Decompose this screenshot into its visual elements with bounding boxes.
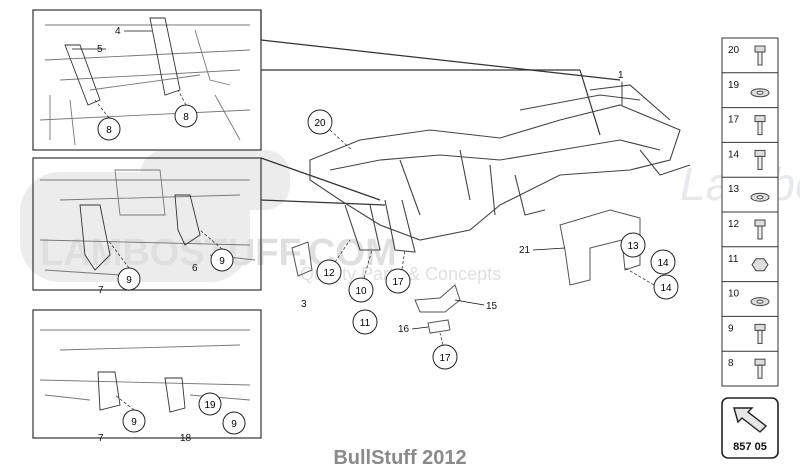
label-6: 6 [192,263,198,274]
callout-14b: 14 [624,267,679,300]
bolt-icon [754,219,766,240]
callout-20: 20 [307,109,353,151]
washer-icon [750,297,770,307]
legend-part-number: 12 [728,219,740,230]
label-21: 21 [519,245,531,256]
inset-top-drawing [39,17,251,146]
label-1: 1 [618,70,624,81]
legend-part-number: 13 [728,184,740,195]
svg-text:11: 11 [360,318,371,329]
svg-text:9: 9 [126,275,132,286]
diagram-code-badge: 857 05 [721,397,779,459]
svg-text:8: 8 [106,125,112,136]
svg-text:10: 10 [355,286,367,297]
legend-part-number: 20 [728,45,740,56]
label-7-bot: 7 [98,433,104,444]
label-4: 4 [115,26,121,37]
legend-part-number: 9 [728,323,734,334]
svg-text:9: 9 [231,419,237,430]
legend-part-number: 10 [728,289,740,300]
washer-icon [750,88,770,98]
svg-text:14: 14 [657,258,669,269]
inset-top-frame [32,9,262,151]
svg-text:12: 12 [323,268,335,279]
svg-text:14: 14 [660,283,672,294]
dashboard-crossmember [309,84,691,253]
hardware-legend: 20 19 17 14 13 12 11 10 9 8 [721,37,779,387]
callout-9-mid-b: 9 [199,229,234,272]
svg-text:17: 17 [439,353,451,364]
inset-mid-frame [32,157,262,291]
label-5: 5 [97,44,103,55]
bracket-16 [427,319,451,334]
label-18: 18 [180,433,192,444]
arrow-icon [733,407,768,433]
callout-14a: 14 [650,249,676,275]
callout-9-bot-a: 9 [114,394,146,433]
bolt-icon [754,358,766,379]
label-15: 15 [486,301,498,312]
bracket-3 [291,241,313,277]
callout-17b: 17 [432,332,458,370]
bolt-icon [754,115,766,136]
legend-part-number: 8 [728,358,734,369]
svg-text:9: 9 [131,417,137,428]
callout-17a: 17 [385,249,411,294]
svg-text:17: 17 [392,277,404,288]
callout-12: 12 [316,239,351,285]
callout-9-mid-a: 9 [107,239,141,291]
bolt-icon [754,323,766,344]
callout-19: 19 [198,392,222,416]
callout-10: 10 [348,249,374,303]
bolt-icon [754,149,766,170]
callout-11: 11 [352,309,378,335]
callout-8b: 8 [174,89,198,128]
label-16: 16 [398,324,410,335]
legend-part-number: 19 [728,80,740,91]
legend-part-number: 11 [728,254,739,265]
svg-text:13: 13 [627,241,639,252]
svg-text:19: 19 [204,400,216,411]
label-7-mid: 7 [98,285,104,296]
inset-bottom-frame [32,309,262,439]
svg-text:9: 9 [219,256,225,267]
bracket-15 [414,284,461,313]
legend-part-number: 17 [728,115,740,126]
svg-text:20: 20 [314,118,326,129]
callout-8a: 8 [94,99,121,141]
nut-icon [751,258,769,272]
callout-9-bot-b: 9 [222,411,246,435]
svg-text:8: 8 [183,112,189,123]
footer-caption: BullStuff 2012 [333,447,467,469]
bolt-icon [754,45,766,66]
washer-icon [750,192,770,202]
label-3: 3 [301,299,307,310]
inset-mid-drawing [39,169,256,276]
callout-13: 13 [620,232,646,258]
diagram-code: 857 05 [733,441,767,453]
inset-bottom-drawing [39,329,251,413]
legend-part-number: 14 [728,149,740,160]
